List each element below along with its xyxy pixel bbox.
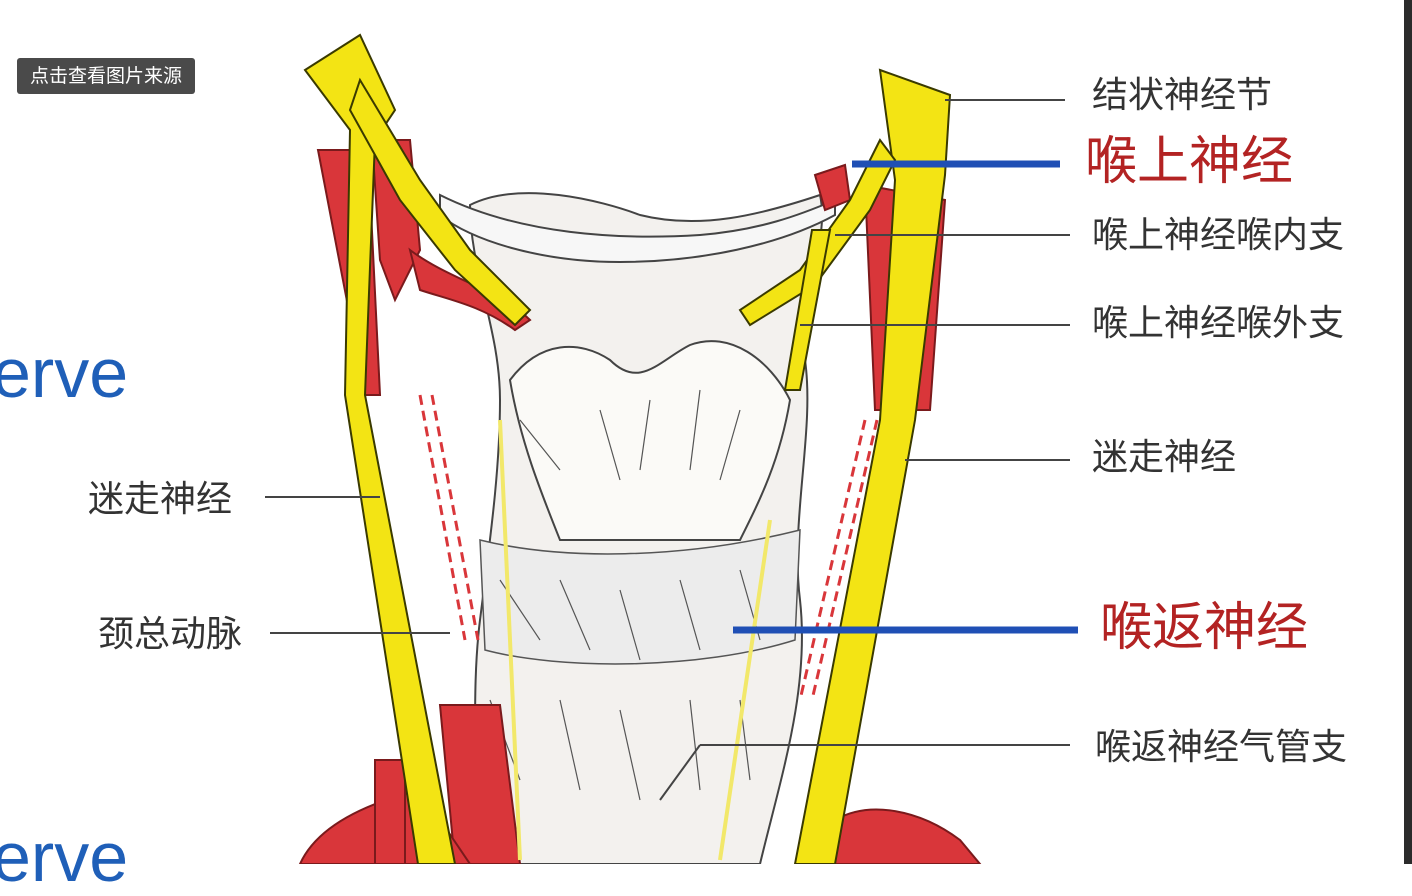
left-recurrent-nerve [498, 419, 522, 861]
label-recurrent-laryngeal-nerve: 喉返神经 [1100, 598, 1309, 658]
left-vagus-nerve [303, 33, 457, 864]
right-edge-bar [1404, 0, 1412, 864]
label-common-carotid: 颈总动脉 [98, 614, 243, 655]
thyroid-cartilage [508, 340, 792, 541]
slide-word-top: erve [0, 334, 129, 412]
right-lower-artery [828, 808, 982, 864]
right-superior-laryngeal-nerve [738, 138, 897, 327]
view-image-source-button[interactable]: 点击查看图片来源 [17, 58, 196, 94]
right-recurrent-nerve [718, 519, 772, 861]
label-vagus-right: 迷走神经 [1092, 437, 1237, 478]
larynx-illustration [265, 33, 1078, 864]
right-external-laryngeal-nerve [783, 229, 832, 391]
label-external-branch: 喉上神经喉外支 [1092, 303, 1345, 344]
slide-word-bottom: erve [0, 818, 129, 896]
label-tracheal-branch: 喉返神经气管支 [1095, 727, 1348, 768]
left-vertebral [374, 759, 406, 864]
left-superior-laryngeal-nerve [348, 77, 532, 327]
label-internal-branch: 喉上神经喉内支 [1092, 215, 1345, 256]
hyoid [439, 193, 836, 264]
cricoid-region [479, 529, 801, 665]
label-superior-laryngeal-nerve: 喉上神经 [1085, 132, 1294, 192]
label-nodose-ganglion: 结状神经节 [1092, 75, 1273, 116]
left-lower-artery [438, 704, 522, 864]
label-vagus-left: 迷走神经 [88, 479, 233, 520]
right-vagus-nerve [793, 68, 952, 864]
